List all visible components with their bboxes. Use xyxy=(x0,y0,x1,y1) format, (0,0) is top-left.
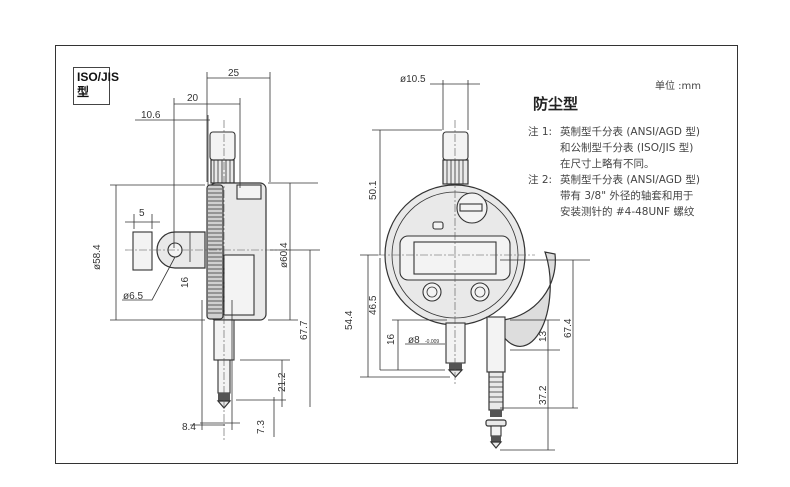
dim-10-5: ø10.5 xyxy=(400,74,426,85)
dim-54-4: 54.4 xyxy=(344,310,355,330)
dim-50-1: 50.1 xyxy=(368,180,379,200)
note-label: 注 1: xyxy=(528,126,553,138)
dim-21-2: 21.2 xyxy=(277,372,288,392)
dim-20: 20 xyxy=(187,93,199,104)
note-line: 和公制型千分表 (ISO/JIS 型) xyxy=(560,142,694,154)
dim-60-4: ø60.4 xyxy=(279,242,290,268)
dim-16: 16 xyxy=(180,276,191,288)
front-view-indicator xyxy=(378,120,556,449)
front-view-dimension-lines xyxy=(360,80,590,451)
dim-67-7: 67.7 xyxy=(299,320,310,340)
note-line: 英制型千分表 (ANSI/AGD 型) xyxy=(560,126,700,138)
standard-type-box: ISO/JIS 型 xyxy=(73,67,119,105)
dim-5: 5 xyxy=(139,208,145,219)
dim-8-tolerance: -0.009 xyxy=(425,339,439,345)
dim-46-5: 46.5 xyxy=(368,295,379,315)
note-1: 注 1: 英制型千分表 (ANSI/AGD 型) 和公制型千分表 (ISO/JI… xyxy=(528,124,700,170)
dim-67-4: 67.4 xyxy=(563,318,574,338)
dim-58-4: ø58.4 xyxy=(92,244,103,270)
dim-37-2: 37.2 xyxy=(538,385,549,405)
dim-10-6: 10.6 xyxy=(141,110,161,121)
side-view-dimension-lines xyxy=(110,72,320,437)
unit-label: 单位 :mm xyxy=(655,81,702,92)
dustproof-title: 防尘型 xyxy=(533,95,579,113)
dim-13: 13 xyxy=(538,330,549,342)
dim-8: ø8 xyxy=(408,335,420,346)
dim-16-front: 16 xyxy=(386,333,397,345)
type-label-suffix: 型 xyxy=(77,85,90,99)
dim-25: 25 xyxy=(228,68,240,79)
dim-6-5: ø6.5 xyxy=(123,291,143,302)
note-2: 注 2: 英制型千分表 (ANSI/AGD 型) 带有 3/8" 外径的轴套和用… xyxy=(528,172,700,218)
note-text: 英制型千分表 (ANSI/AGD 型) 带有 3/8" 外径的轴套和用于 安装测… xyxy=(560,172,700,220)
note-label: 注 2: xyxy=(528,174,553,186)
drawing-frame xyxy=(55,45,738,464)
note-line: 在尺寸上略有不同。 xyxy=(560,158,655,170)
front-view-labels: ø10.5 50.1 54.4 46.5 16 ø8 -0.009 13 67.… xyxy=(344,74,574,405)
dim-8-4: 8.4 xyxy=(182,422,196,433)
side-view-labels: 25 20 10.6 5 ø6.5 8.4 ø58.4 16 ø60.4 67.… xyxy=(92,68,310,434)
dim-7-3: 7.3 xyxy=(256,420,267,434)
note-text: 英制型千分表 (ANSI/AGD 型) 和公制型千分表 (ISO/JIS 型) … xyxy=(560,124,700,172)
note-line: 带有 3/8" 外径的轴套和用于 xyxy=(560,190,694,202)
note-line: 安装测针的 #4-48UNF 螺纹 xyxy=(560,206,695,218)
side-view-indicator xyxy=(125,120,285,440)
note-line: 英制型千分表 (ANSI/AGD 型) xyxy=(560,174,700,186)
